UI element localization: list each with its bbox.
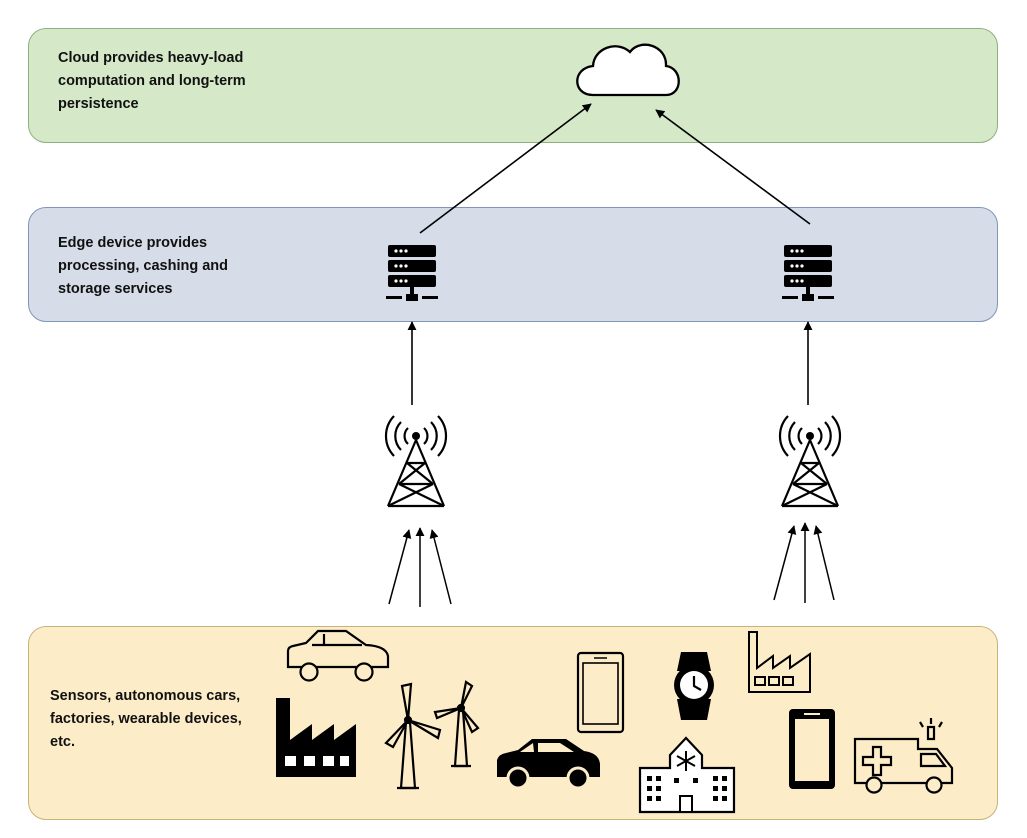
- factory-icon: [748, 631, 811, 693]
- cloud-icon: [576, 43, 680, 97]
- arrow-edge-right-to-cloud: [655, 109, 811, 225]
- server-icon: [782, 245, 834, 301]
- cell-tower-icon: [778, 414, 842, 508]
- ambulance-icon: [853, 718, 954, 794]
- device-layer: [28, 626, 998, 820]
- smartphone-icon: [576, 651, 625, 734]
- arrow-edge-left-to-cloud: [419, 103, 592, 234]
- wind-turbine-icon: [384, 682, 442, 790]
- smartwatch-icon: [674, 652, 714, 720]
- cell-tower-icon: [384, 414, 448, 508]
- server-icon: [386, 245, 438, 301]
- car-icon: [286, 629, 390, 682]
- arrows-devices-to-left-tower: [388, 527, 452, 607]
- smartphone-icon: [789, 709, 835, 789]
- factory-icon: [276, 698, 356, 777]
- edge-layer: [28, 207, 998, 322]
- car-icon: [497, 739, 600, 790]
- cloud-layer: [28, 28, 998, 143]
- edge-layer-label: Edge device provides processing, cashing…: [58, 235, 229, 297]
- arrows-devices-to-right-tower: [773, 522, 835, 603]
- cloud-layer-label: Cloud provides heavy-load computation an…: [58, 50, 246, 112]
- wind-turbine-icon: [433, 680, 480, 768]
- device-layer-label: Sensors, autonomous cars, factories, wea…: [50, 688, 242, 750]
- hospital-icon: [638, 736, 736, 814]
